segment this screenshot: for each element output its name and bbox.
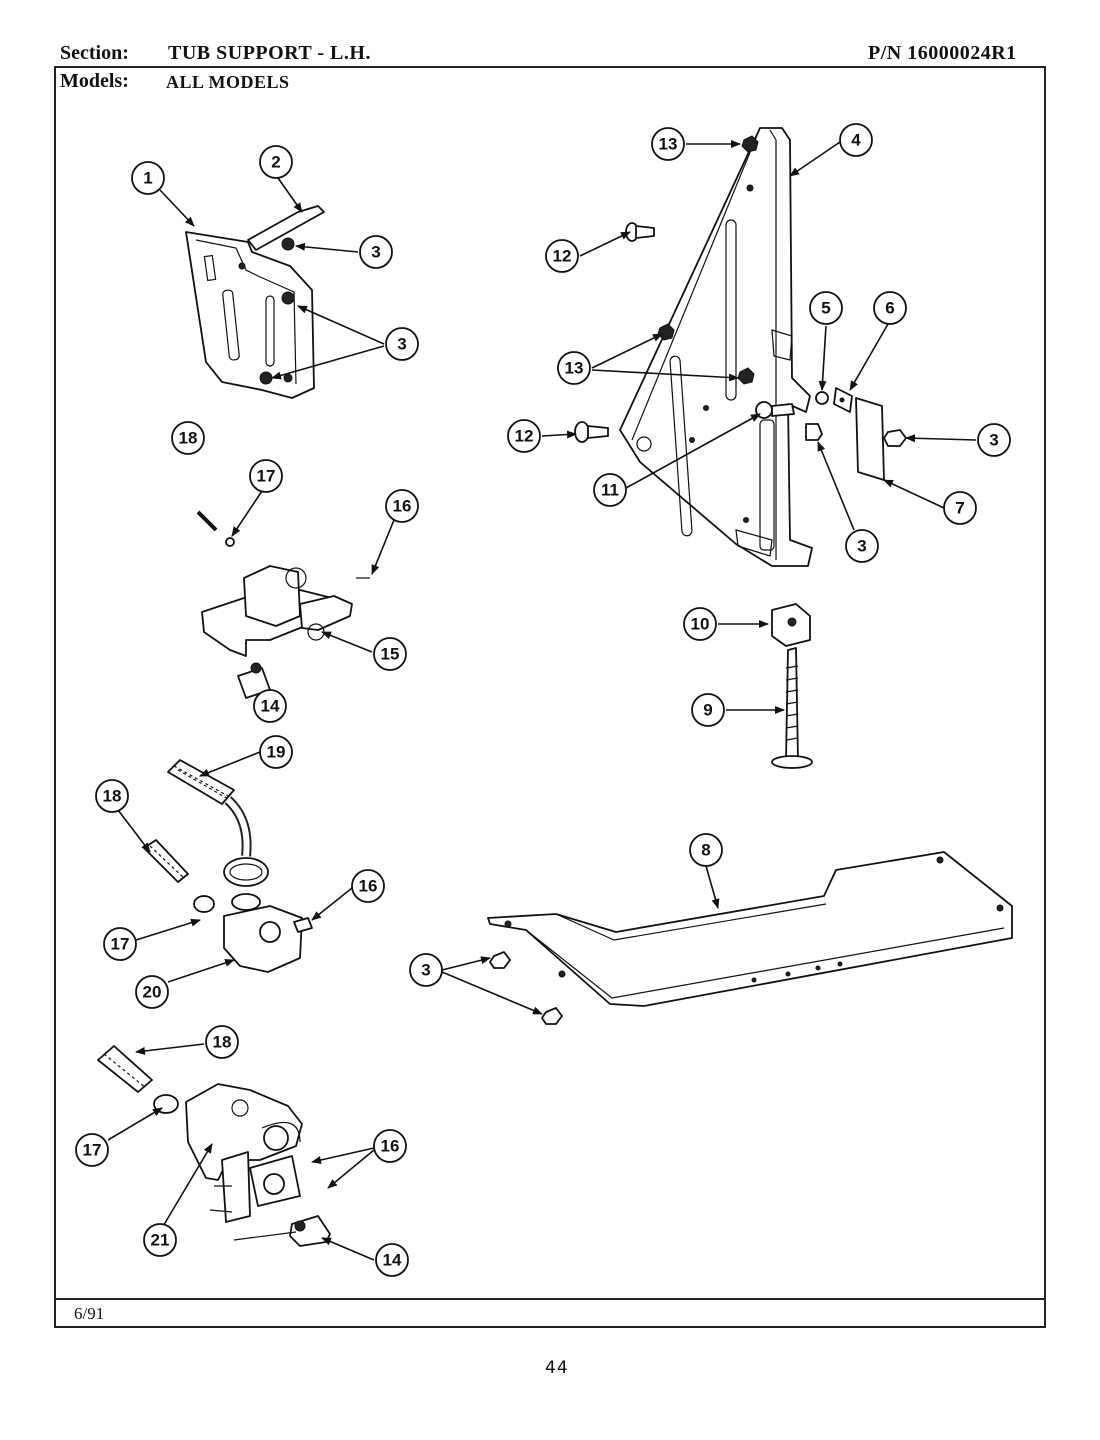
svg-text:10: 10 [691,615,710,634]
section-title: TUB SUPPORT - L.H. [168,42,371,64]
callout-5: 5 [809,291,843,325]
svg-text:17: 17 [257,467,276,486]
svg-text:1: 1 [143,169,152,188]
svg-text:7: 7 [955,499,964,518]
callout-19: 19 [259,735,293,769]
leader-lines [107,140,977,1261]
section-label: Section: [60,42,129,64]
callout-12b: 12 [507,419,541,453]
callout-10: 10 [683,607,717,641]
svg-text:18: 18 [213,1033,232,1052]
footer-rule [54,1298,1046,1300]
svg-text:16: 16 [359,877,378,896]
callout-11: 11 [593,473,627,507]
valve-assembly-20-drawing [143,759,313,973]
callout-3a: 3 [359,235,393,269]
callout-14b: 14 [375,1243,409,1277]
callout-8: 8 [689,833,723,867]
svg-text:12: 12 [553,247,572,266]
callout-2: 2 [259,145,293,179]
tub-support-bracket-drawing [619,127,813,567]
part-number: P/N 16000024R1 [868,42,1017,64]
callout-3b: 3 [385,327,419,361]
svg-text:13: 13 [565,359,584,378]
svg-text:15: 15 [381,645,400,664]
callout-20: 20 [135,975,169,1009]
svg-text:18: 18 [179,429,198,448]
svg-text:4: 4 [851,131,861,150]
hardware-right-drawing [805,387,907,481]
diagram-frame [54,66,1046,1328]
svg-text:11: 11 [601,481,619,500]
svg-text:5: 5 [821,299,830,318]
svg-text:19: 19 [267,743,286,762]
callout-21: 21 [143,1223,177,1257]
svg-text:14: 14 [383,1251,402,1270]
revision-date: 6/91 [74,1304,105,1323]
svg-text:21: 21 [151,1231,170,1250]
callout-3d: 3 [845,529,879,563]
svg-text:3: 3 [989,431,998,450]
svg-text:16: 16 [381,1137,400,1156]
svg-text:3: 3 [421,961,430,980]
callout-4: 4 [839,123,873,157]
callout-16c: 16 [373,1129,407,1163]
models-value: ALL MODELS [166,72,290,92]
callout-16a: 16 [385,489,419,523]
callout-18c: 18 [205,1025,239,1059]
page-number: 44 [545,1358,569,1378]
svg-text:14: 14 [261,697,280,716]
svg-text:20: 20 [143,983,162,1002]
callout-12a: 12 [545,239,579,273]
svg-text:18: 18 [103,787,122,806]
callout-7: 7 [943,491,977,525]
leveling-leg-drawing [771,603,813,769]
callout-13b: 13 [557,351,591,385]
callout-3c: 3 [977,423,1011,457]
callout-16b: 16 [351,869,385,903]
svg-text:3: 3 [857,537,866,556]
callout-1: 1 [131,161,165,195]
callout-17a: 17 [249,459,283,493]
svg-text:3: 3 [397,335,406,354]
svg-text:13: 13 [659,135,678,154]
svg-text:12: 12 [515,427,534,446]
bolt-drawings [574,222,655,443]
bracket-assembly-drawing [185,205,325,399]
callout-3e: 3 [409,953,443,987]
callout-18a: 18 [171,421,205,455]
models-label: Models: [60,70,129,92]
base-rail-drawing [487,851,1013,1025]
svg-text:3: 3 [371,243,380,262]
callout-17c: 17 [75,1133,109,1167]
callout-17b: 17 [103,927,137,961]
callout-14a: 14 [253,689,287,723]
callout-13a: 13 [651,127,685,161]
svg-text:2: 2 [271,153,280,172]
valve-assembly-21-drawing [97,1045,331,1247]
svg-text:17: 17 [83,1141,102,1160]
callout-6: 6 [873,291,907,325]
svg-text:6: 6 [885,299,894,318]
svg-text:9: 9 [703,701,712,720]
callout-15: 15 [373,637,407,671]
callout-9: 9 [691,693,725,727]
svg-text:8: 8 [701,841,710,860]
svg-text:16: 16 [393,497,412,516]
callout-18b: 18 [95,779,129,813]
valve-assembly-15-drawing [196,510,370,699]
svg-text:17: 17 [111,935,130,954]
